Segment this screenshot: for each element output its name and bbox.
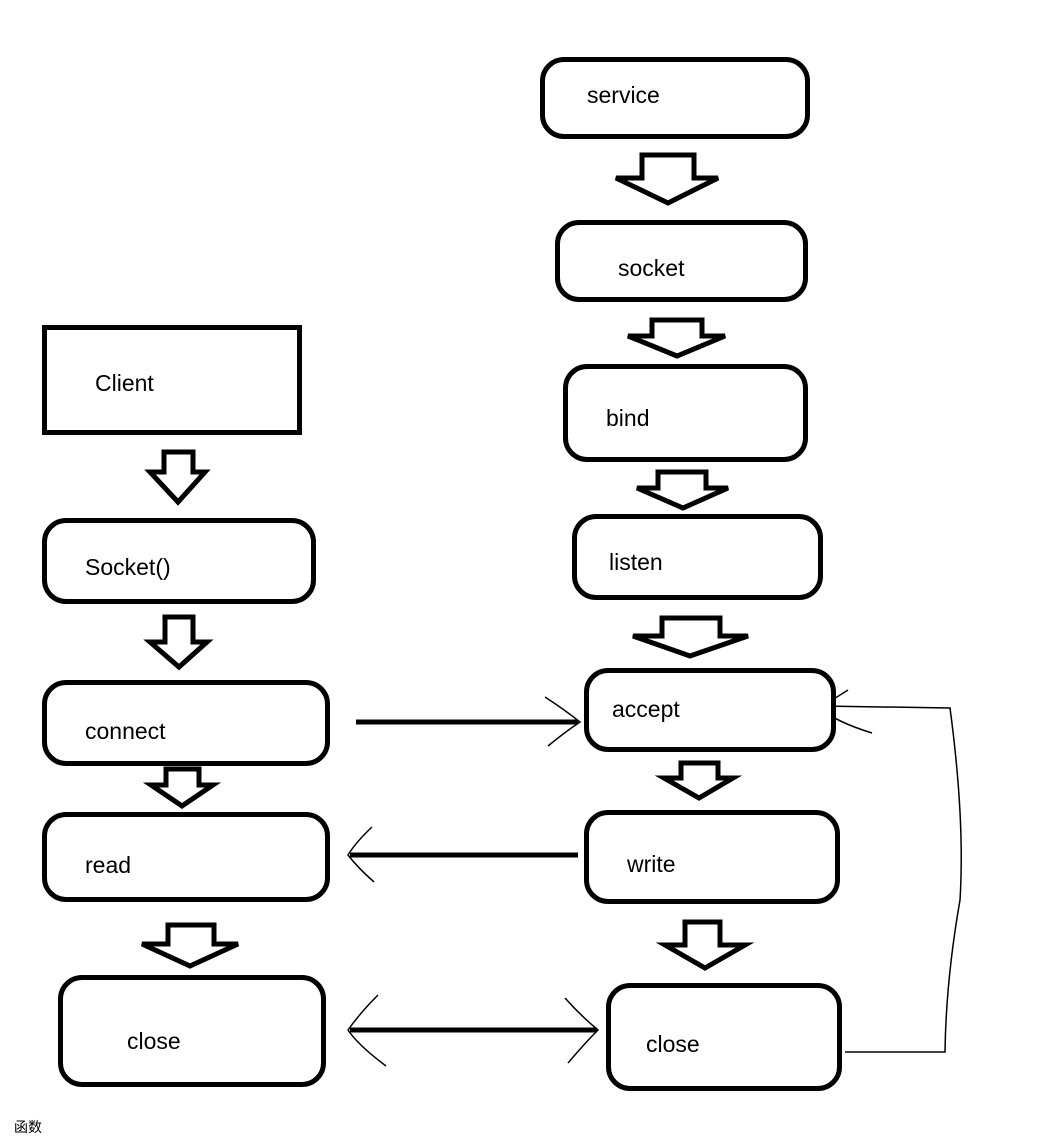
server-socket-node: socket: [555, 220, 808, 302]
close-right-arrowhead: [564, 997, 600, 1064]
server-service-label: service: [587, 82, 660, 108]
client-connect-label: connect: [85, 718, 166, 744]
flow-arrow-socket-to-bind: [627, 317, 726, 359]
flow-arrow-write-to-close: [655, 919, 755, 971]
server-close-node: close: [606, 983, 842, 1091]
server-accept-node: accept: [584, 668, 836, 752]
flow-arrow-listen-to-accept: [632, 615, 749, 659]
server-listen-label: listen: [609, 549, 663, 575]
server-listen-node: listen: [572, 514, 823, 600]
connect-to-accept-arrowhead: [544, 696, 582, 747]
client-socket-node: Socket(): [42, 518, 316, 604]
flow-arrow-connect-to-read: [142, 766, 222, 810]
client-node: Client: [42, 325, 302, 435]
server-accept-label: accept: [612, 696, 680, 722]
server-bind-node: bind: [563, 364, 808, 462]
footer-text: 函数: [14, 1120, 42, 1136]
client-socket-label: Socket(): [85, 554, 171, 580]
loop-back-arrow: [819, 705, 962, 1053]
flow-arrow-socket-to-connect: [143, 614, 214, 671]
server-write-label: write: [627, 851, 676, 877]
client-read-node: read: [42, 812, 330, 902]
flow-arrow-service-to-socket: [614, 152, 720, 206]
client-connect-node: connect: [42, 680, 330, 766]
server-service-node: service: [540, 57, 810, 139]
flow-arrow-client-to-socket: [144, 449, 211, 506]
close-left-arrowhead: [347, 994, 387, 1067]
flow-arrow-read-to-close: [140, 922, 240, 969]
client-read-label: read: [85, 852, 132, 878]
server-write-node: write: [584, 810, 840, 904]
client-close-label: close: [127, 1028, 181, 1054]
server-close-label: close: [646, 1031, 700, 1057]
server-bind-label: bind: [606, 405, 650, 431]
client-title: Client: [95, 370, 154, 396]
client-close-node: close: [58, 975, 326, 1087]
server-socket-label: socket: [618, 255, 685, 281]
flow-arrow-bind-to-listen: [636, 469, 730, 511]
write-to-read-arrowhead: [347, 826, 375, 883]
flow-arrow-accept-to-write: [654, 760, 743, 801]
